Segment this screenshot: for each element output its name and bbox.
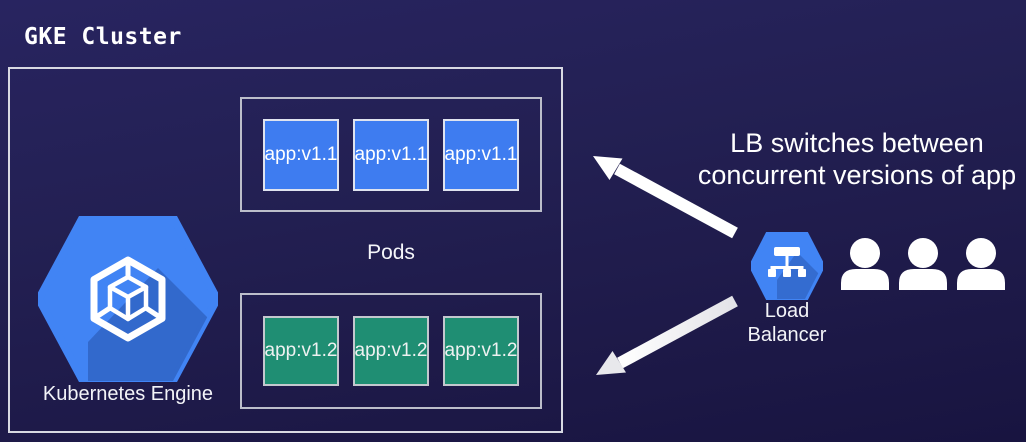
network-tree-glyph — [768, 247, 806, 277]
gke-cluster-boundary: Kubernetes Engine app:v1.1 app:v1.1 app:… — [8, 67, 563, 433]
load-balancer-icon — [751, 232, 823, 300]
pod-app-v2-3: app:v1.2 — [443, 316, 519, 386]
pod-app-v1-3: app:v1.1 — [443, 118, 519, 191]
lb-annotation: LB switches between concurrent versions … — [690, 128, 1024, 192]
pod-app-v2-1: app:v1.2 — [263, 316, 339, 386]
pod-app-v2-2: app:v1.2 — [353, 316, 429, 386]
user-icon — [899, 238, 947, 290]
load-balancer-label: Load Balancer — [747, 300, 827, 346]
pods-row-v1: app:v1.1 app:v1.1 app:v1.1 — [240, 97, 542, 212]
pods-label: Pods — [367, 241, 415, 264]
page-title: GKE Cluster — [24, 24, 182, 50]
kubernetes-engine-label: Kubernetes Engine — [42, 383, 214, 405]
user-icon — [957, 238, 1005, 290]
lb-annotation-line1: LB switches between — [730, 128, 984, 158]
pods-row-v2: app:v1.2 app:v1.2 app:v1.2 — [240, 293, 542, 409]
user-icon — [841, 238, 889, 290]
kubernetes-engine-icon — [38, 216, 218, 382]
arrow-to-v2-row-icon — [596, 295, 738, 375]
lb-annotation-line2: concurrent versions of app — [697, 159, 1017, 190]
pod-app-v1-2: app:v1.1 — [353, 118, 429, 191]
pod-app-v1-1: app:v1.1 — [263, 118, 339, 191]
